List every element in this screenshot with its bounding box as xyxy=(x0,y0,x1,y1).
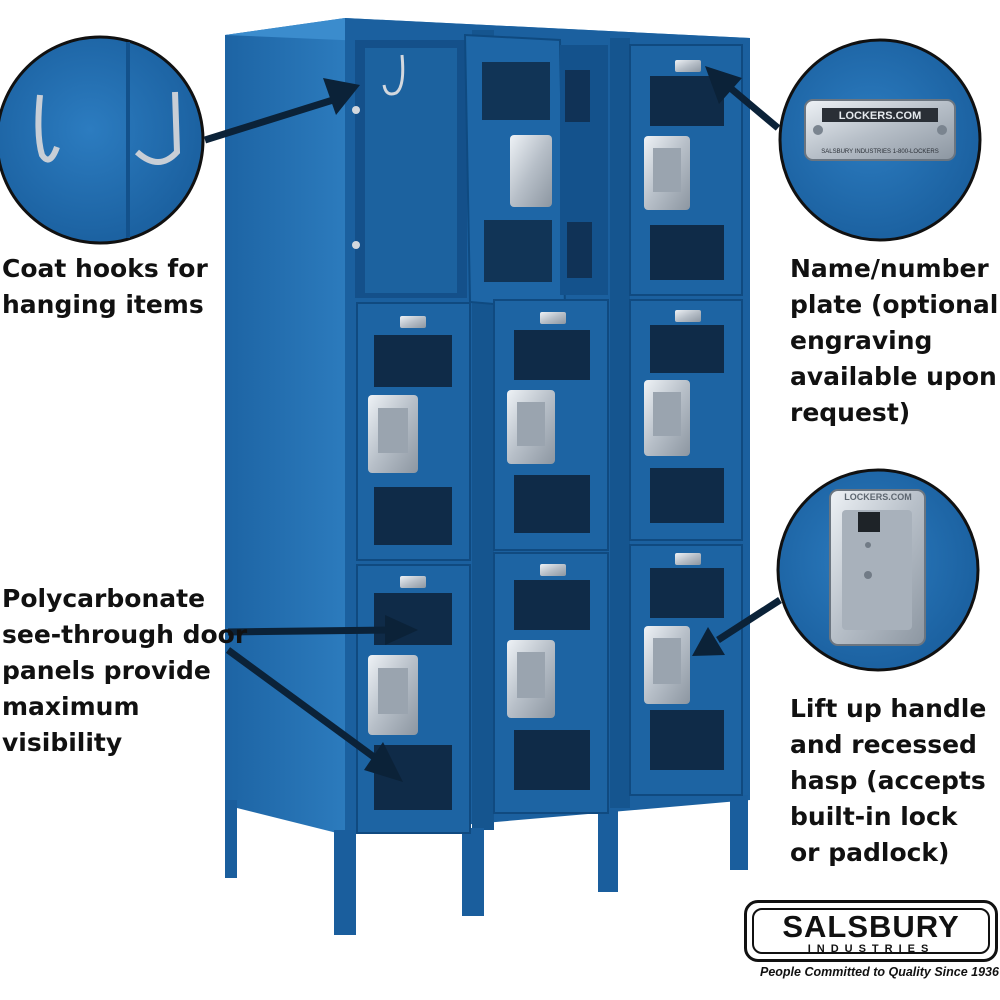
closed-doors xyxy=(356,44,743,834)
callout-arrows xyxy=(203,66,782,782)
logo-name: SALSBURY xyxy=(782,909,960,944)
handle-stamp-text: LOCKERS.COM xyxy=(844,492,912,502)
plate-top-text: LOCKERS.COM xyxy=(839,110,922,122)
arrow-panels-2 xyxy=(225,647,381,763)
door-window xyxy=(482,62,550,120)
callout-coat-hooks: Coat hooks for hanging items xyxy=(2,254,208,319)
coat-hooks-detail-circle xyxy=(0,35,205,245)
logo-subtitle: INDUSTRIES xyxy=(807,943,935,955)
brand-tagline: People Committed to Quality Since 1936 xyxy=(760,965,999,979)
locker-unit xyxy=(225,18,750,935)
arrow-name-plate xyxy=(725,83,781,131)
plate-bottom-text: SALSBURY INDUSTRIES 1-800-LOCKERS xyxy=(821,149,939,155)
salsbury-logo: SALSBURY INDUSTRIES xyxy=(744,900,998,962)
arrow-panels-1 xyxy=(227,626,391,636)
name-plate-detail-circle: LOCKERS.COM SALSBURY INDUSTRIES 1-800-LO… xyxy=(778,38,982,242)
door-handle-inside xyxy=(510,135,552,207)
door-window xyxy=(484,220,552,282)
handle-detail-circle: LOCKERS.COM xyxy=(776,468,980,672)
compartment-back-wall xyxy=(365,48,457,293)
callout-name-plate: Name/number plate (optional engraving av… xyxy=(790,254,999,427)
coat-hook-icon xyxy=(35,94,60,163)
locker-legs xyxy=(225,795,748,935)
coat-hook-icon xyxy=(382,54,405,96)
arrow-coat-hooks xyxy=(203,96,335,144)
callout-handle: Lift up handle and recessed hasp (accept… xyxy=(790,694,987,867)
column-divider xyxy=(610,38,630,808)
hasp-icon xyxy=(858,512,880,532)
callout-panels: Polycarbonate see-through door panels pr… xyxy=(2,584,248,757)
arrow-handle xyxy=(716,597,782,643)
coat-hook-icon xyxy=(134,91,181,165)
